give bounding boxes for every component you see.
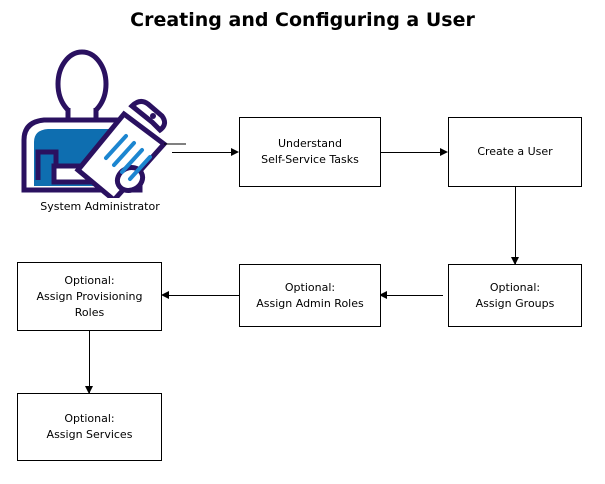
node-line: Self-Service Tasks bbox=[261, 153, 359, 166]
edge-assign-groups-to-admin-roles bbox=[381, 295, 443, 296]
node-line: Optional: bbox=[64, 273, 115, 287]
node-understand-self-service-tasks[interactable]: Understand Self-Service Tasks bbox=[239, 117, 381, 187]
node-line: Assign Groups bbox=[475, 296, 555, 310]
node-optional-assign-provisioning-roles[interactable]: Optional: Assign Provisioning Roles bbox=[17, 262, 162, 331]
node-line: Optional: bbox=[284, 280, 336, 294]
node-line: Optional: bbox=[64, 412, 115, 425]
arrowhead-down-icon bbox=[511, 257, 519, 265]
arrowhead-right-icon bbox=[440, 148, 448, 156]
node-line: Optional: bbox=[489, 280, 541, 294]
node-optional-assign-groups[interactable]: Optional: Assign Groups bbox=[448, 264, 582, 327]
actor-label: System Administrator bbox=[40, 200, 160, 213]
arrowhead-right-icon bbox=[231, 148, 239, 156]
edge-create-user-to-assign-groups bbox=[515, 187, 516, 265]
actor-system-administrator[interactable]: System Administrator bbox=[14, 48, 186, 233]
edge-actor-to-understand bbox=[172, 152, 232, 153]
node-create-a-user[interactable]: Create a User bbox=[448, 117, 582, 187]
arrowhead-left-icon bbox=[161, 291, 169, 299]
person-with-clipboard-icon bbox=[21, 49, 186, 204]
node-line: Create a User bbox=[477, 145, 553, 158]
node-line: Roles bbox=[74, 305, 105, 319]
edge-understand-to-create-user bbox=[380, 152, 442, 153]
arrowhead-left-icon bbox=[379, 291, 387, 299]
node-line: Assign Provisioning bbox=[36, 289, 143, 303]
edge-admin-roles-to-provisioning-roles bbox=[164, 295, 240, 296]
node-line: Assign Services bbox=[46, 428, 133, 441]
node-line: Understand bbox=[277, 137, 343, 150]
node-optional-assign-admin-roles[interactable]: Optional: Assign Admin Roles bbox=[239, 264, 381, 327]
node-optional-assign-services[interactable]: Optional: Assign Services bbox=[17, 393, 162, 461]
arrowhead-down-icon bbox=[85, 386, 93, 394]
page-title: Creating and Configuring a User bbox=[130, 9, 475, 31]
edge-provisioning-roles-to-assign-services bbox=[89, 331, 90, 393]
node-line: Assign Admin Roles bbox=[256, 296, 364, 310]
